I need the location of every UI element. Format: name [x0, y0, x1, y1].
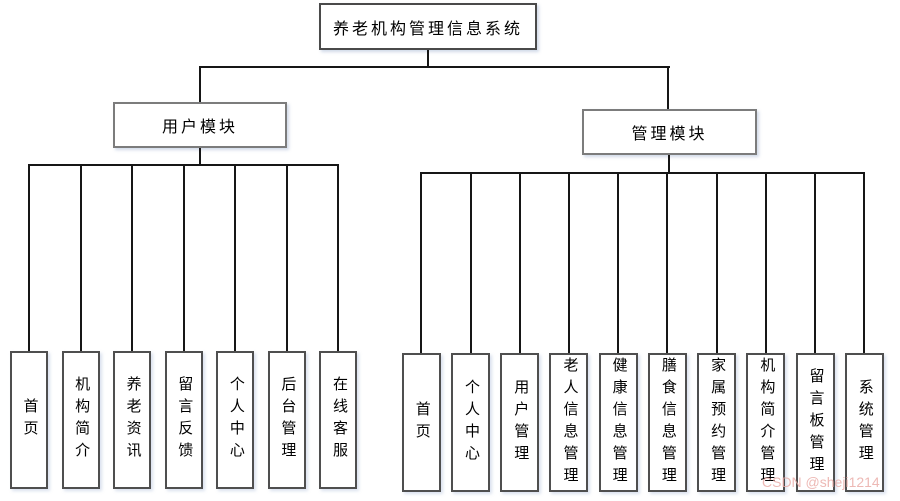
module-node-admin: 管理模块 — [582, 109, 757, 155]
leaf-label: 后台管理 — [279, 376, 296, 464]
leaf-label: 机构简介管理 — [758, 356, 775, 489]
connector-line — [666, 172, 669, 353]
leaf-label: 首页 — [21, 398, 38, 442]
connector-line — [427, 50, 429, 67]
connector-line — [234, 164, 237, 351]
connector-line — [285, 164, 288, 351]
connector-line — [617, 172, 620, 353]
leaf-node: 系统管理 — [844, 353, 884, 492]
leaf-node: 用户管理 — [500, 353, 540, 492]
root-node: 养老机构管理信息系统 — [319, 3, 537, 50]
leaf-node: 后台管理 — [267, 351, 306, 489]
leaf-node: 膳食信息管理 — [647, 353, 687, 492]
leaf-node: 首页 — [10, 351, 48, 489]
leaf-label: 系统管理 — [856, 378, 873, 467]
connector-line — [199, 148, 201, 166]
leaf-label: 在线客服 — [330, 376, 347, 464]
connector-line — [667, 66, 669, 109]
leaf-node: 留言反馈 — [164, 351, 203, 489]
connector-line — [863, 172, 866, 353]
connector-line — [182, 164, 185, 351]
connector-line — [420, 172, 423, 353]
leaf-label: 首页 — [413, 400, 430, 445]
connector-line — [814, 172, 817, 353]
leaf-label: 用户管理 — [512, 378, 529, 467]
leaf-node: 个人中心 — [216, 351, 255, 489]
connector-line — [469, 172, 472, 353]
connector-line — [131, 164, 134, 351]
connector-line — [567, 172, 570, 353]
leaf-label: 留言板管理 — [807, 367, 824, 478]
connector-line — [28, 164, 30, 351]
connector-line — [79, 164, 82, 351]
connector-line — [199, 66, 670, 68]
leaf-label: 老人信息管理 — [561, 356, 578, 489]
leaf-node: 老人信息管理 — [549, 353, 589, 492]
connector-line — [337, 164, 340, 351]
leaf-label: 养老资讯 — [124, 376, 141, 464]
leaf-label: 健康信息管理 — [610, 356, 627, 489]
module-label: 用户模块 — [161, 119, 238, 136]
connector-line — [199, 66, 201, 102]
leaf-label: 机构简介 — [73, 376, 90, 464]
leaf-node: 在线客服 — [319, 351, 358, 489]
connector-line — [668, 155, 670, 174]
leaf-node: 留言板管理 — [795, 353, 835, 492]
module-node-user: 用户模块 — [113, 102, 287, 148]
leaf-node: 机构简介管理 — [746, 353, 786, 492]
leaf-node: 首页 — [401, 353, 441, 492]
leaf-node: 养老资讯 — [113, 351, 152, 489]
connector-line — [764, 172, 767, 353]
connector-line — [518, 172, 521, 353]
module-label: 管理模块 — [631, 126, 708, 143]
leaf-label: 家属预约管理 — [709, 356, 726, 489]
leaf-node: 家属预约管理 — [697, 353, 737, 492]
leaf-label: 膳食信息管理 — [659, 356, 676, 489]
leaf-label: 个人中心 — [463, 378, 480, 467]
connector-line — [715, 172, 718, 353]
connector-line — [420, 172, 866, 174]
root-label: 养老机构管理信息系统 — [332, 20, 523, 38]
leaf-label: 个人中心 — [227, 376, 244, 464]
leaf-node: 机构简介 — [61, 351, 100, 489]
leaf-label: 留言反馈 — [176, 376, 193, 464]
leaf-node: 健康信息管理 — [598, 353, 638, 492]
leaf-node: 个人中心 — [451, 353, 491, 492]
